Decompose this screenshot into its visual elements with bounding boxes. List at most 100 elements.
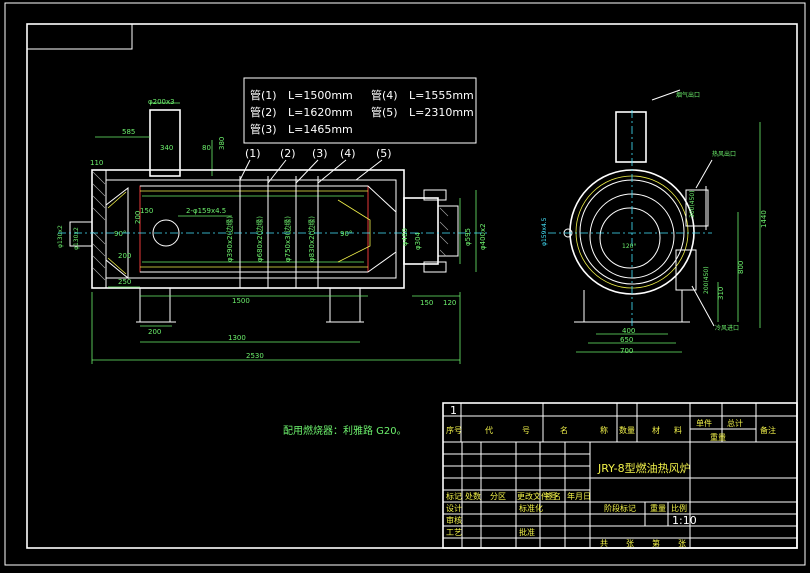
dim-inlet-left: φ130x2 bbox=[57, 225, 64, 248]
col-remark: 备注 bbox=[760, 425, 776, 435]
side-view: 烟气出口 热风出口 冷风进口 φ159x4.5 120° 300(450) 20… bbox=[541, 89, 768, 355]
dim-side-700: 700 bbox=[620, 347, 633, 355]
callout-1: (1) bbox=[245, 147, 261, 160]
stage-label: 阶段标记 bbox=[604, 503, 636, 513]
footer-index: 第 bbox=[652, 538, 660, 548]
dim-304: φ304 bbox=[414, 231, 422, 250]
dim-200-bottom: 200 bbox=[148, 328, 161, 336]
dim-chimney: φ200x3 bbox=[148, 98, 175, 106]
title-block: 1 序号 代 号 名 称 数量 材 料 单件 总计 备注 重量 标记 处数 分区… bbox=[442, 402, 798, 549]
role-review: 审核 bbox=[446, 515, 462, 525]
pipe-tag: 管(1) bbox=[250, 88, 277, 102]
angle-left: 90° bbox=[114, 230, 126, 238]
dim-150-bottom: 150 bbox=[420, 299, 433, 307]
footer-sheet: 张 bbox=[678, 539, 686, 548]
pipe-length: L=1620mm bbox=[288, 106, 353, 119]
burner-note: 配用燃烧器：利雅路 G20。 bbox=[283, 424, 407, 437]
col-seq: 序号 bbox=[446, 425, 462, 435]
sig-sign: 签名 bbox=[545, 491, 561, 501]
dim-side-310: 310 bbox=[717, 287, 725, 300]
col-qty: 数量 bbox=[619, 425, 635, 435]
sig-zone: 分区 bbox=[490, 492, 506, 501]
role-design: 设计 bbox=[446, 503, 462, 513]
sheet-number: 1 bbox=[450, 404, 457, 417]
dim-side-800: 800 bbox=[737, 261, 745, 274]
dim-110: 110 bbox=[90, 159, 103, 167]
dim-585: 585 bbox=[122, 128, 135, 136]
col-name-a: 名 bbox=[560, 425, 568, 435]
sig-count: 处数 bbox=[465, 491, 481, 501]
dim-side-angle: 120° bbox=[622, 243, 636, 250]
dim-595: φ595 bbox=[464, 228, 472, 246]
dim-dia4: φ830x2(边缘) bbox=[307, 216, 316, 262]
dim-80: 80 bbox=[202, 144, 211, 152]
dim-1300: 1300 bbox=[228, 334, 246, 342]
dim-150: 150 bbox=[140, 207, 153, 215]
col-mat-b: 料 bbox=[674, 425, 682, 435]
dim-340: 340 bbox=[160, 144, 173, 152]
pipe-length: L=1500mm bbox=[288, 89, 353, 102]
col-mat-a: 材 bbox=[652, 425, 660, 435]
pipe-tag: 管(4) bbox=[371, 88, 398, 102]
role-approve: 批准 bbox=[519, 527, 535, 537]
col-code-a: 代 bbox=[485, 425, 493, 435]
drawing-title: JRY-8型燃油热风炉 bbox=[597, 461, 691, 475]
footer-sheets: 张 bbox=[626, 539, 634, 548]
dim-dia3: φ750x3(边缘) bbox=[283, 216, 292, 262]
pipe-length: L=1465mm bbox=[288, 123, 353, 136]
pipe-length: L=1555mm bbox=[409, 89, 474, 102]
dim-120: 120 bbox=[443, 299, 456, 307]
role-process: 工艺 bbox=[446, 528, 462, 537]
dim-2530: 2530 bbox=[246, 352, 264, 360]
scale-label: 比例 bbox=[671, 503, 687, 513]
col-total: 总计 bbox=[727, 418, 743, 428]
dim-200: 200 bbox=[118, 252, 131, 260]
dim-380: 380 bbox=[218, 137, 226, 150]
pipe-length-table: 管(1) L=1500mm 管(4) L=1555mm 管(2) L=1620m… bbox=[243, 77, 477, 144]
sig-file: 更改文件号 bbox=[517, 491, 557, 501]
dim-200-vertical: 200 bbox=[134, 211, 142, 224]
dim-side-d2: 200(450) bbox=[703, 266, 710, 294]
col-unit: 单件 bbox=[696, 418, 712, 428]
callout-2: (2) bbox=[280, 147, 296, 160]
dim-side-1440: 1440 bbox=[760, 210, 768, 228]
sig-mark: 标记 bbox=[446, 491, 462, 501]
inner-frame bbox=[26, 23, 798, 549]
callout-4: (4) bbox=[340, 147, 356, 160]
corner-box bbox=[26, 23, 133, 50]
outer-frame bbox=[4, 2, 806, 566]
dim-side-400: 400 bbox=[622, 327, 635, 335]
scale-value: 1:10 bbox=[672, 514, 697, 527]
col-code-b: 号 bbox=[522, 426, 530, 435]
dim-side-650: 650 bbox=[620, 336, 633, 344]
col-name-b: 称 bbox=[600, 425, 608, 435]
label-hot-air-outlet: 热风出口 bbox=[712, 150, 736, 158]
dim-250: 250 bbox=[118, 278, 131, 286]
dim-holes: 2-φ159x4.5 bbox=[186, 207, 226, 215]
angle-mid: 90° bbox=[340, 230, 352, 238]
role-standard: 标准化 bbox=[519, 503, 543, 513]
sig-date: 年月日 bbox=[567, 491, 591, 501]
dim-1500: 1500 bbox=[232, 297, 250, 305]
footer-total: 共 bbox=[600, 539, 608, 548]
col-weight: 重量 bbox=[710, 432, 726, 442]
dim-480: φ480 bbox=[401, 228, 409, 246]
label-flue-outlet: 烟气出口 bbox=[676, 91, 700, 99]
dim-inlet: φ130x2 bbox=[73, 227, 80, 250]
callout-5: (5) bbox=[376, 147, 392, 160]
dim-side-hole: φ159x4.5 bbox=[541, 217, 548, 246]
dim-400: φ400x2 bbox=[479, 223, 487, 250]
weight-label: 重量 bbox=[650, 503, 666, 513]
pipe-tag: 管(3) bbox=[250, 122, 277, 136]
dim-side-d1: 300(450) bbox=[689, 190, 696, 218]
front-section-view: φ200x3 585 340 80 380 110 (1) (2) (3) (4… bbox=[57, 98, 490, 364]
dim-dia2: φ680x2(边缘) bbox=[255, 216, 264, 262]
label-cold-air-inlet: 冷风进口 bbox=[715, 324, 739, 332]
callout-3: (3) bbox=[312, 147, 328, 160]
pipe-tag: 管(5) bbox=[371, 105, 398, 119]
pipe-tag: 管(2) bbox=[250, 105, 277, 119]
pipe-length: L=2310mm bbox=[409, 106, 474, 119]
dim-dia1: φ390x2(边缘) bbox=[225, 216, 234, 262]
